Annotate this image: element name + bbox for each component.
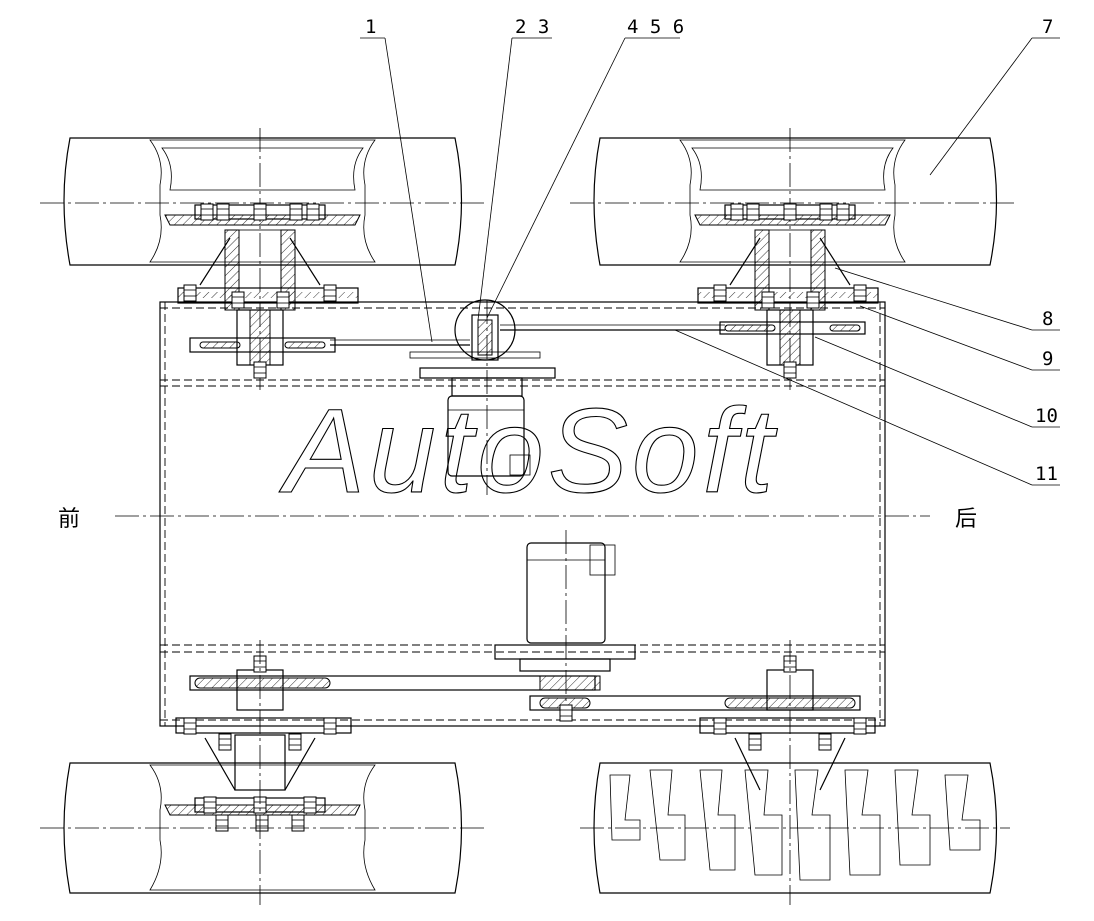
steering-motor [447, 300, 531, 495]
part-label-4-5-6: 4 5 6 [627, 16, 684, 38]
part-label-2-3: 2 3 [515, 16, 549, 38]
chain-drive [189, 655, 861, 722]
watermark: AutoSoft [279, 384, 778, 518]
steering-linkage [330, 299, 725, 379]
part-label-7: 7 [1042, 16, 1053, 38]
part-label-10: 10 [1035, 405, 1058, 427]
part-label-11: 11 [1035, 463, 1058, 485]
chassis-frame [159, 301, 886, 727]
leader-lines [360, 37, 1060, 486]
wheel-rear-right [580, 640, 1010, 905]
part-label-1: 1 [365, 16, 376, 38]
wheel-front-left [40, 128, 485, 390]
part-label-8: 8 [1042, 308, 1053, 330]
drive-motor [494, 530, 636, 720]
front-label: 前 [58, 507, 80, 532]
wheel-rear-left [40, 640, 485, 905]
wheel-front-right [570, 128, 1015, 390]
part-label-9: 9 [1042, 348, 1053, 370]
rear-label: 后 [955, 507, 977, 532]
